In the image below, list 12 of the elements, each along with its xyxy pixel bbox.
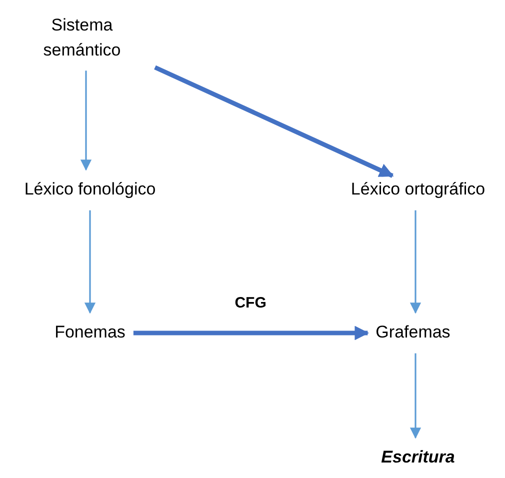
arrow <box>154 65 394 178</box>
arrow <box>133 326 370 340</box>
arrow <box>410 210 422 314</box>
node-label: Léxico ortográfico <box>342 170 494 210</box>
node-label: Escritura <box>373 438 463 478</box>
node-label: Fonemas <box>46 312 134 354</box>
arrow <box>84 210 96 314</box>
arrow <box>80 70 92 171</box>
node-label: Sistema semántico <box>9 5 155 71</box>
arrow <box>410 353 422 439</box>
node-label: Léxico fonológico <box>16 170 164 210</box>
node-label: Grafemas <box>368 312 458 354</box>
